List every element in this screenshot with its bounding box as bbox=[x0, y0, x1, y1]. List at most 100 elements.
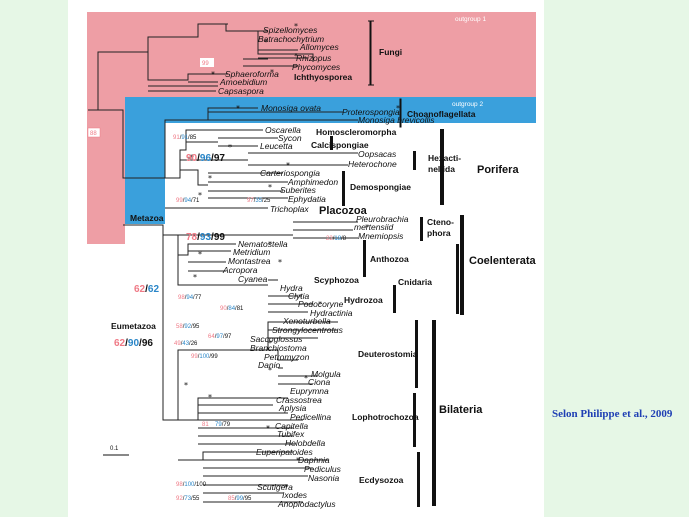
taxon-label: Clytia bbox=[288, 291, 310, 301]
group-ctenophora: phora bbox=[427, 228, 451, 238]
support-fungi: 99 bbox=[202, 61, 209, 67]
taxon-label: Daphnia bbox=[298, 455, 330, 465]
svg-text:*: * bbox=[184, 381, 188, 390]
taxon-label: Tubifex bbox=[277, 429, 305, 439]
svg-text:*: * bbox=[286, 161, 290, 170]
taxon-label: Montastrea bbox=[228, 256, 271, 266]
group-demospongiae: Demospongiae bbox=[350, 182, 411, 192]
taxon-label: Rhizopus bbox=[296, 53, 332, 63]
outgroup2-box bbox=[125, 97, 536, 123]
support-demo-2: 97/35/25 bbox=[247, 198, 271, 204]
svg-text:*: * bbox=[208, 393, 212, 402]
svg-text:*: * bbox=[318, 300, 322, 309]
group-fungi: Fungi bbox=[379, 47, 402, 57]
taxon-label: Pleurobrachia bbox=[356, 214, 409, 224]
scale-label: 0.1 bbox=[110, 446, 119, 452]
taxon-label: Amphimedon bbox=[287, 177, 338, 187]
support-lopho-1: 79/79 bbox=[215, 422, 231, 428]
support-bilateria-4: 99/100/99 bbox=[191, 354, 218, 360]
svg-text:*: * bbox=[284, 483, 288, 492]
svg-text:*: * bbox=[270, 68, 274, 77]
taxon-label: Carteriospongia bbox=[260, 168, 320, 178]
group-labels: Fungi Ichthyosporea Choanoflagellata Met… bbox=[111, 47, 537, 485]
taxon-label: Acropora bbox=[222, 265, 258, 275]
phylogeny-tree: outgroup 1 outgroup 2 ** ** ** ** ** ** … bbox=[87, 12, 537, 517]
group-eumetazoa: Eumetazoa bbox=[111, 321, 156, 331]
outgroup2-tag: outgroup 2 bbox=[452, 101, 483, 108]
taxon-label: Mnemiopsis bbox=[358, 231, 404, 241]
svg-text:*: * bbox=[294, 22, 298, 31]
taxon-label: Podocoryne bbox=[298, 299, 344, 309]
taxon-label: Hydra bbox=[280, 283, 303, 293]
ingroup-box bbox=[165, 123, 536, 244]
group-ichthyosporea: Ichthyosporea bbox=[294, 72, 352, 82]
support-coelenterata: 78/93/99 bbox=[186, 232, 225, 243]
svg-text:*: * bbox=[208, 174, 212, 183]
taxon-label: Monosiga brevicollis bbox=[358, 115, 435, 125]
taxon-label: Branchiostoma bbox=[250, 343, 307, 353]
support-porifera: 91/91/85 bbox=[173, 135, 197, 141]
group-hydrozoa: Hydrozoa bbox=[344, 295, 383, 305]
taxon-label: Metridium bbox=[233, 247, 270, 257]
svg-text:*: * bbox=[294, 52, 298, 61]
clade-bars bbox=[330, 20, 464, 507]
svg-text:*: * bbox=[190, 153, 194, 162]
group-choanoflagellata: Choanoflagellata bbox=[407, 109, 476, 119]
group-metazoa: Metazoa bbox=[130, 213, 164, 223]
svg-text:*: * bbox=[198, 191, 202, 200]
taxon-label: Nasonia bbox=[308, 473, 339, 483]
taxon-label: Aplysia bbox=[278, 403, 307, 413]
svg-text:*: * bbox=[278, 258, 282, 267]
taxon-label: Phycomyces bbox=[292, 62, 341, 72]
taxon-label: Crassostrea bbox=[276, 395, 322, 405]
support-bilateria-2: 64/97/97 bbox=[208, 334, 232, 340]
svg-text:*: * bbox=[264, 38, 268, 47]
taxon-label: Leucetta bbox=[260, 141, 293, 151]
taxon-label: Oopsacas bbox=[358, 149, 397, 159]
svg-text:*: * bbox=[304, 374, 308, 383]
taxon-label: Saccoglossus bbox=[250, 334, 303, 344]
group-deuterostomia: Deuterostomia bbox=[358, 349, 418, 359]
group-scyphozoa: Scyphozoa bbox=[314, 275, 359, 285]
svg-text:*: * bbox=[268, 183, 272, 192]
group-ctenophora: Cteno- bbox=[427, 217, 454, 227]
group-placozoa: Placozoa bbox=[319, 205, 368, 217]
svg-text:*: * bbox=[268, 366, 272, 375]
taxon-label: Strongylocentrotus bbox=[272, 325, 344, 335]
group-ecdysozoa: Ecdysozoa bbox=[359, 475, 404, 485]
support-ecdy-3: 85/99/95 bbox=[228, 496, 252, 502]
taxon-label: Xenoturbella bbox=[282, 316, 331, 326]
taxon-label: Hydractinia bbox=[310, 308, 353, 318]
support-hydrozoa-2: 90/84/81 bbox=[220, 306, 244, 312]
taxon-label: Scutigera bbox=[257, 482, 293, 492]
svg-text:*: * bbox=[188, 155, 192, 164]
group-cnidaria: Cnidaria bbox=[398, 277, 432, 287]
support-bilateria-1: 58/92/95 bbox=[176, 324, 200, 330]
metazoa-box bbox=[125, 97, 165, 224]
taxon-label: Nematostella bbox=[238, 239, 288, 249]
group-porifera: Porifera bbox=[477, 164, 519, 176]
taxon-label: Euprymna bbox=[290, 386, 329, 396]
group-coelenterata: Coelenterata bbox=[469, 255, 537, 267]
taxon-label: Allomyces bbox=[299, 42, 339, 52]
taxon-label: Euperipatoides bbox=[256, 447, 313, 457]
svg-text:*: * bbox=[236, 104, 240, 113]
svg-text:*: * bbox=[298, 293, 302, 302]
group-bilateria: Bilateria bbox=[439, 404, 483, 416]
taxon-label: Sphaeroforma bbox=[225, 69, 279, 79]
support-demo: 99/94/71 bbox=[176, 198, 200, 204]
support-eumetazoa-2: 62/90/96 bbox=[114, 338, 153, 349]
taxon-label: Anoplodactylus bbox=[277, 499, 336, 509]
ingroup-lower bbox=[125, 224, 536, 517]
taxon-label: Spizellomyces bbox=[263, 25, 318, 35]
support-ecdy-1: 98/100/100 bbox=[176, 482, 207, 488]
taxon-label: Batrachochytrium bbox=[258, 34, 324, 44]
phylogeny-figure: outgroup 1 outgroup 2 ** ** ** ** ** ** … bbox=[68, 0, 544, 517]
taxon-label: Molgula bbox=[311, 369, 341, 379]
group-anthozoa: Anthozoa bbox=[370, 254, 409, 264]
taxon-label: Danio bbox=[258, 360, 280, 370]
svg-text:*: * bbox=[365, 223, 369, 232]
taxon-label: Proterospongia bbox=[342, 107, 400, 117]
svg-text:*: * bbox=[268, 339, 272, 348]
support-eumetazoa-1: 62/62 bbox=[134, 284, 159, 295]
